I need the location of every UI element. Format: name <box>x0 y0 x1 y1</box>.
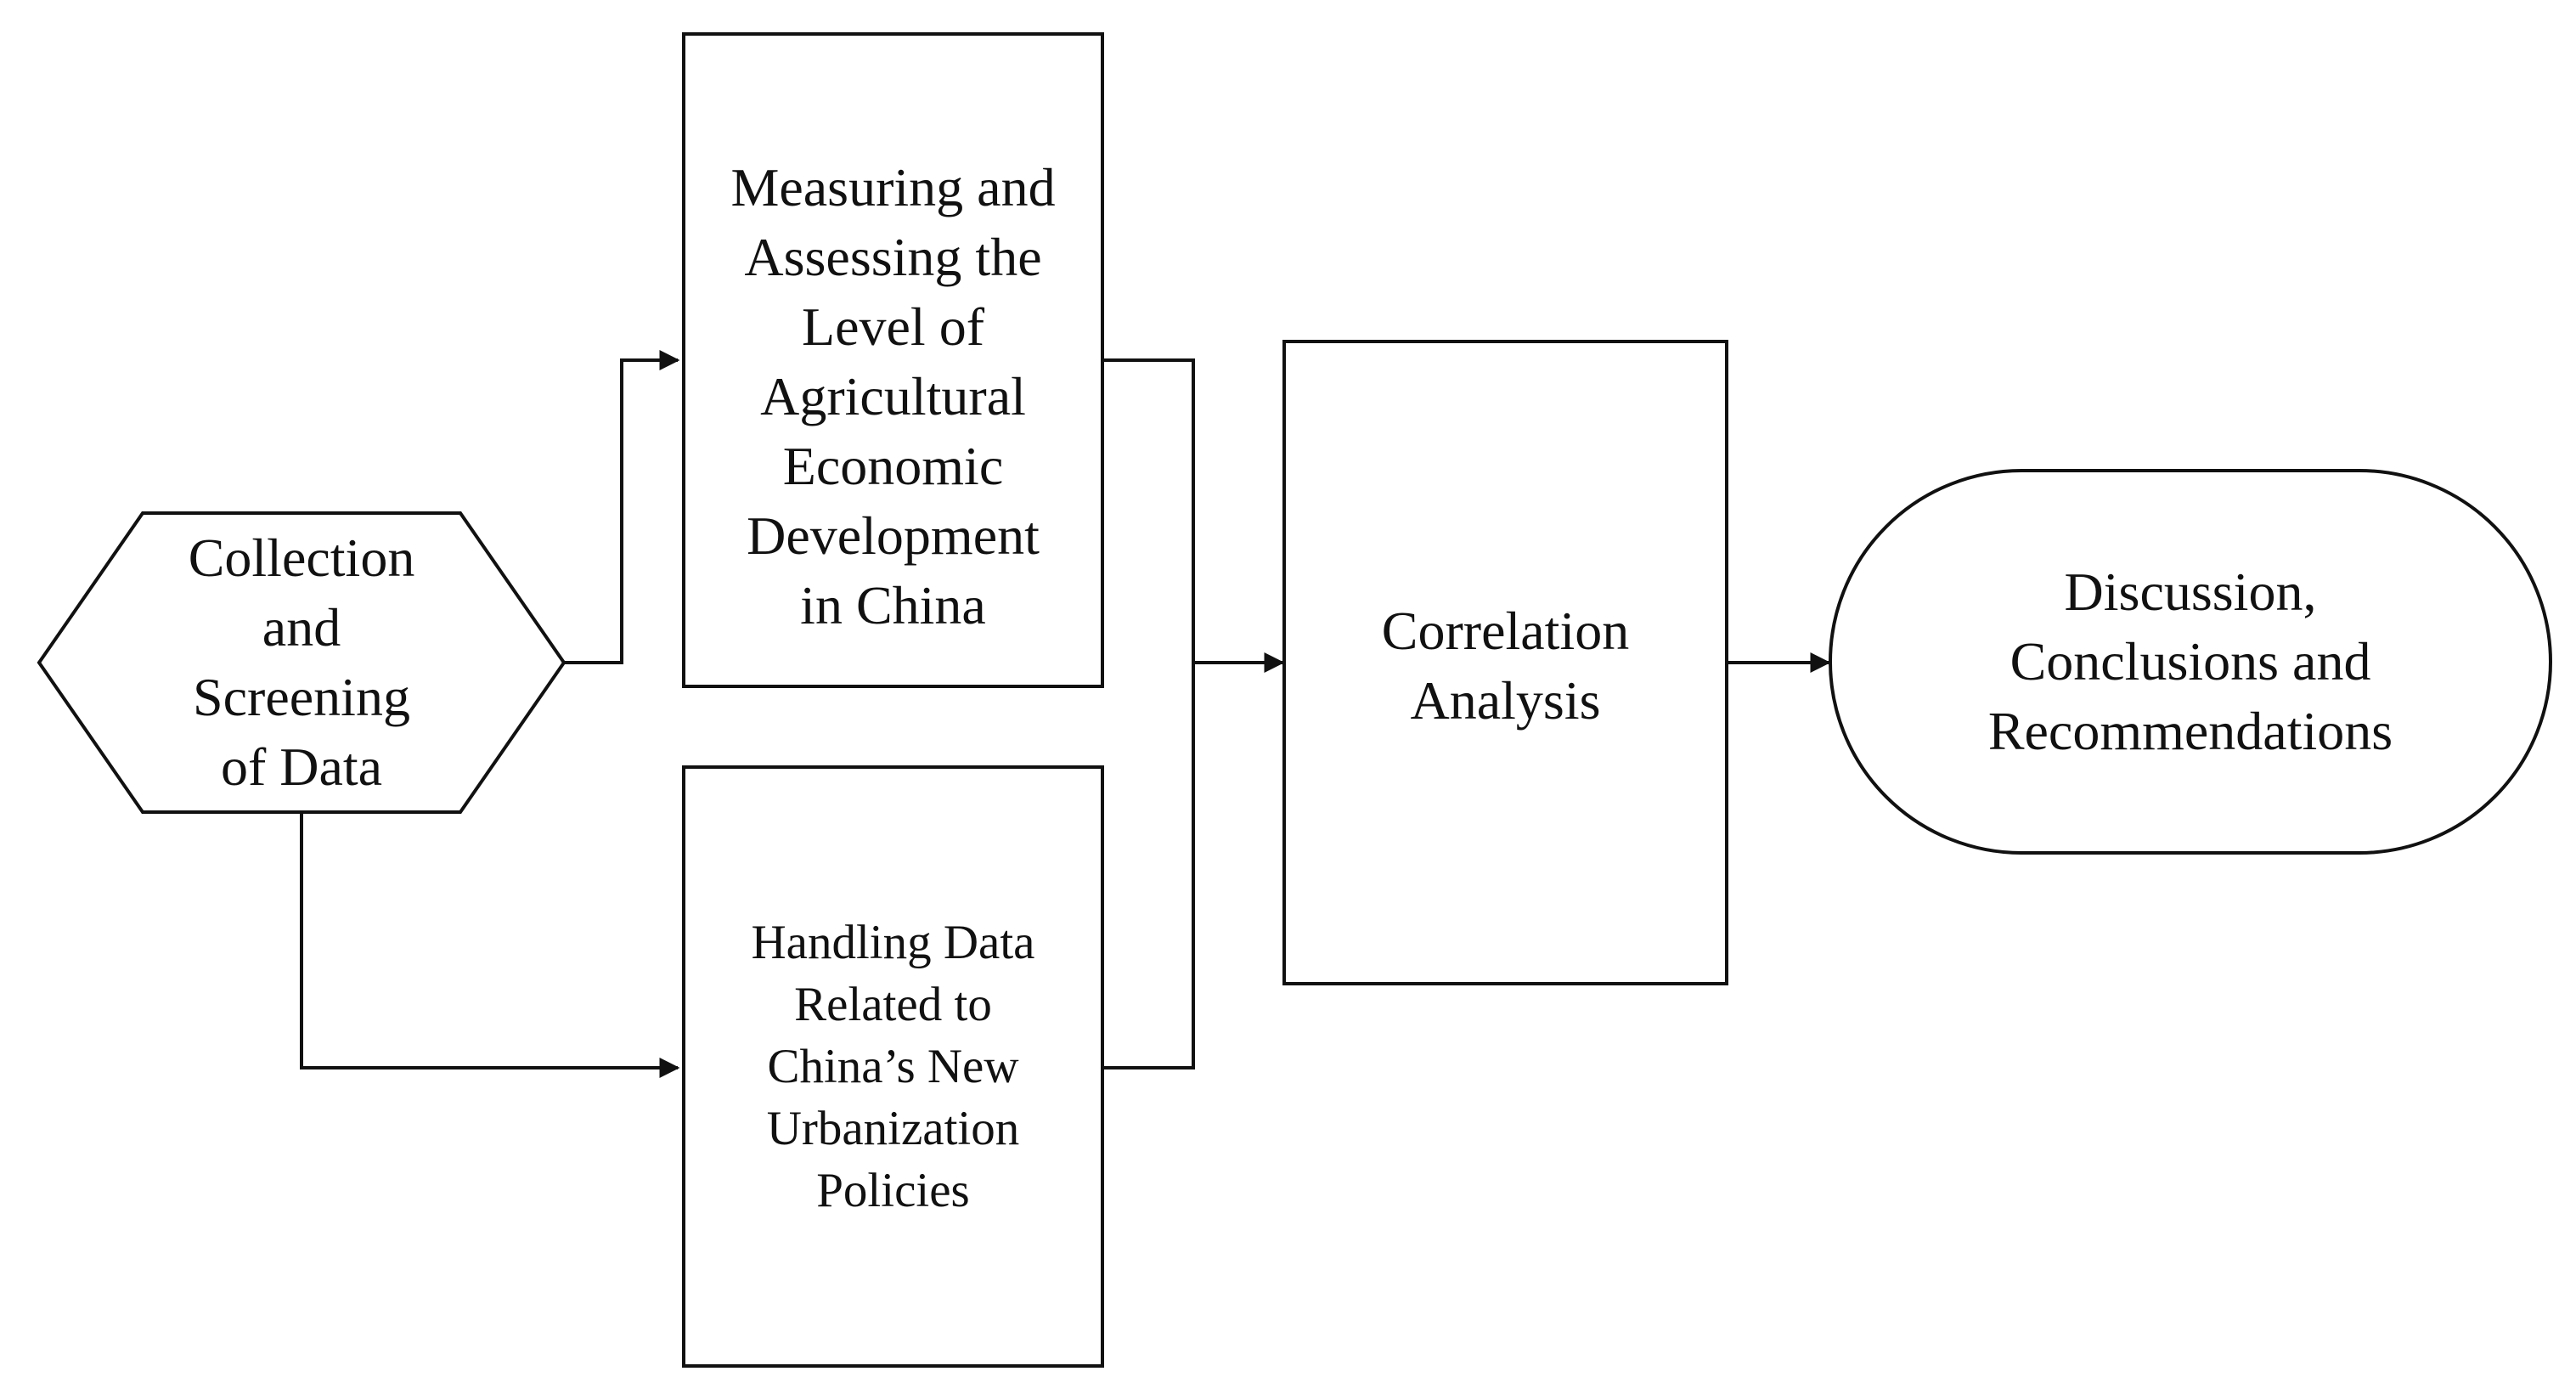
edge-handling-to-correlation <box>1102 652 1285 1069</box>
discussion-line-1: Discussion, <box>2064 562 2317 622</box>
correlation-box <box>1282 340 1728 985</box>
handling-line-5: Policies <box>816 1164 970 1217</box>
handling-line-4: Urbanization <box>766 1102 1020 1155</box>
edge-collection-to-measuring <box>564 350 680 664</box>
correlation-label: Correlation Analysis <box>1284 341 1727 984</box>
handling-line-3: China’s New <box>767 1040 1019 1093</box>
correlation-line-2: Analysis <box>1410 670 1601 731</box>
measuring-label: Measuring and Assessing the Level of Agr… <box>684 34 1102 686</box>
discussion-terminator <box>1829 469 2552 855</box>
measuring-line-2: Assessing the <box>744 227 1042 287</box>
measuring-line-7: in China <box>800 575 986 635</box>
collection-line-4: of Data <box>220 737 383 797</box>
discussion-line-3: Recommendations <box>1987 701 2393 761</box>
measuring-line-5: Economic <box>782 436 1004 496</box>
discussion-label: Discussion, Conclusions and Recommendati… <box>1830 471 2551 853</box>
correlation-line-1: Correlation <box>1381 601 1630 661</box>
handling-line-1: Handling Data <box>751 916 1035 969</box>
handling-line-2: Related to <box>794 978 992 1031</box>
edge-measuring-to-correlation <box>1102 358 1195 663</box>
handling-label: Handling Data Related to China’s New Urb… <box>684 767 1102 1366</box>
collection-hexagon <box>37 511 566 814</box>
collection-line-3: Screening <box>193 667 410 727</box>
edge-collection-to-handling <box>300 812 680 1078</box>
measuring-line-6: Development <box>747 505 1040 566</box>
collection-line-1: Collection <box>188 528 415 588</box>
collection-line-2: and <box>262 597 341 657</box>
discussion-line-2: Conclusions and <box>2010 631 2371 691</box>
measuring-line-3: Level of <box>802 296 984 357</box>
measuring-line-1: Measuring and <box>730 157 1056 217</box>
measuring-box <box>682 32 1104 688</box>
handling-box <box>682 765 1104 1368</box>
collection-label: Collection and Screening of Data <box>143 513 460 812</box>
measuring-line-4: Agricultural <box>760 366 1026 426</box>
